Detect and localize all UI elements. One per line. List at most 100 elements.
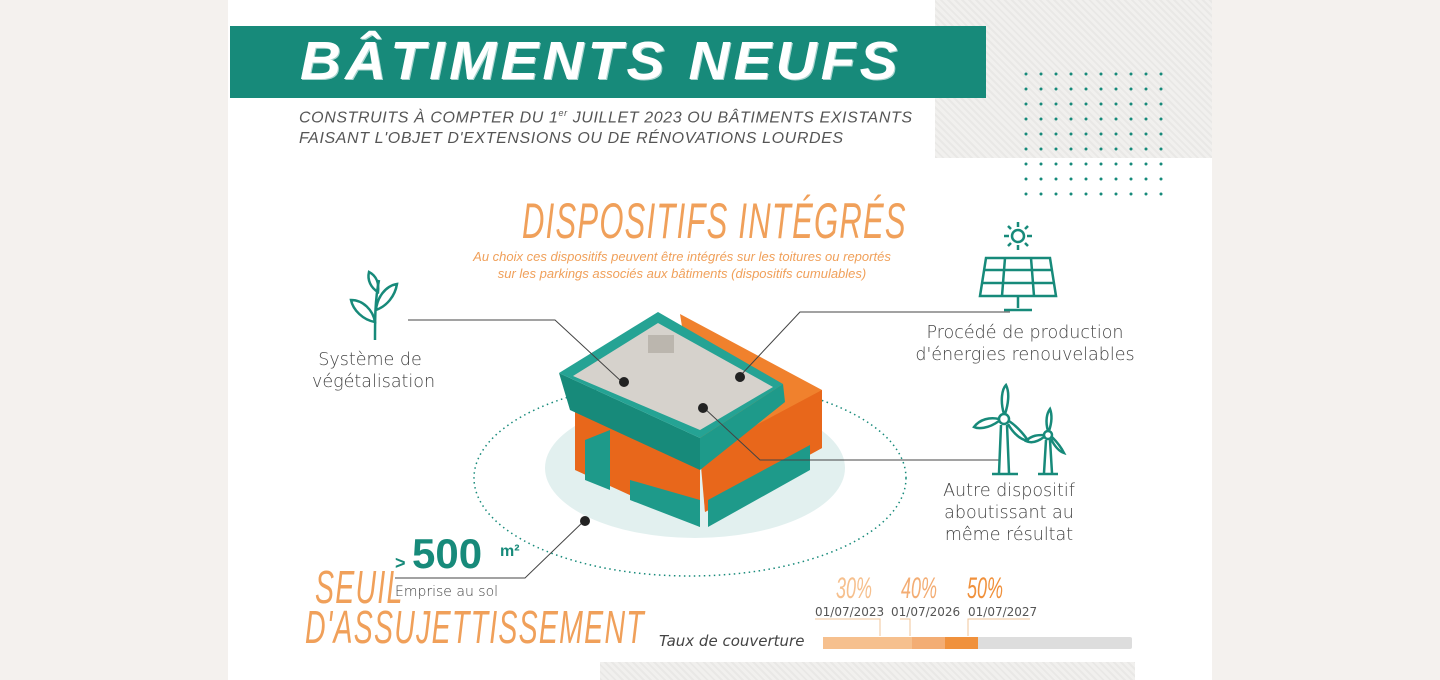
grid-dot — [1069, 87, 1073, 91]
grid-dot — [1159, 177, 1163, 181]
label-line: Système de — [318, 350, 422, 370]
page-title: BÂTIMENTS NEUFS — [300, 31, 902, 91]
grid-dot — [1114, 87, 1118, 91]
grid-dot — [1159, 117, 1163, 121]
grid-dot — [1039, 87, 1043, 91]
texture-bottom — [600, 662, 1135, 680]
grid-dot — [1144, 192, 1148, 196]
grid-dot — [1039, 192, 1043, 196]
grid-dot — [1099, 192, 1103, 196]
seuil-title-2: D'ASSUJETTISSEMENT — [305, 601, 645, 653]
grid-dot — [1114, 192, 1118, 196]
grid-dot — [1039, 102, 1043, 106]
coverage-date-2027: 01/07/2027 — [968, 605, 1038, 619]
coverage-percent-2027: 50% — [967, 572, 1004, 605]
label-line: végétalisation — [312, 372, 436, 392]
grid-dot — [1144, 162, 1148, 166]
grid-dot — [1114, 177, 1118, 181]
label-line: Autre dispositif — [943, 481, 1075, 501]
threshold-unit: m² — [500, 543, 520, 560]
label-line: d'énergies renouvelables — [915, 345, 1135, 365]
plant-icon — [349, 270, 399, 341]
label-line: aboutissant au — [944, 503, 1074, 523]
grid-dot — [1099, 117, 1103, 121]
grid-dot — [1024, 87, 1028, 91]
grid-dot — [1099, 132, 1103, 136]
subtitle-text: CONSTRUITS À COMPTER DU 1 — [299, 109, 559, 127]
grid-dot — [1084, 147, 1088, 151]
grid-dot — [1084, 162, 1088, 166]
grid-dot — [1129, 87, 1133, 91]
grid-dot — [1024, 162, 1028, 166]
grid-dot — [1129, 72, 1133, 76]
label-line: Procédé de production — [926, 323, 1124, 343]
grid-dot — [1024, 147, 1028, 151]
label-autre-dispositif: Autre dispositif aboutissant au même rés… — [938, 480, 1080, 546]
grid-dot — [1129, 132, 1133, 136]
grid-dot — [1159, 87, 1163, 91]
grid-dot — [1054, 162, 1058, 166]
grid-dot — [1039, 132, 1043, 136]
grid-dot — [1099, 177, 1103, 181]
grid-dot — [1024, 72, 1028, 76]
wind-turbine-icon — [972, 383, 1067, 476]
grid-dot — [1069, 177, 1073, 181]
grid-dot — [1084, 72, 1088, 76]
grid-dot — [1129, 177, 1133, 181]
grid-dot — [1069, 147, 1073, 151]
grid-dot — [1114, 117, 1118, 121]
grid-dot — [1084, 132, 1088, 136]
grid-dot — [1069, 117, 1073, 121]
grid-dot — [1069, 192, 1073, 196]
grid-dot — [1024, 192, 1028, 196]
label-line: même résultat — [944, 525, 1074, 545]
grid-dot — [1159, 72, 1163, 76]
grid-dot — [1114, 132, 1118, 136]
grid-dot — [1144, 87, 1148, 91]
grid-dot — [1099, 102, 1103, 106]
grid-dot — [1039, 177, 1043, 181]
grid-dot — [1039, 162, 1043, 166]
marker-dot — [580, 516, 590, 526]
grid-dot — [1114, 162, 1118, 166]
grid-dot — [1024, 117, 1028, 121]
grid-dot — [1159, 192, 1163, 196]
threshold-caption: Emprise au sol — [395, 584, 499, 600]
grid-dot — [1159, 147, 1163, 151]
grid-dot — [1114, 147, 1118, 151]
marker-dot — [619, 377, 629, 387]
grid-dot — [1069, 102, 1073, 106]
grid-dot — [1054, 117, 1058, 121]
marker-dot — [735, 372, 745, 382]
grid-dot — [1054, 177, 1058, 181]
grid-dot — [1054, 102, 1058, 106]
grid-dot — [1039, 72, 1043, 76]
grid-dot — [1054, 132, 1058, 136]
grid-dot — [1084, 102, 1088, 106]
grid-dot — [1144, 102, 1148, 106]
dispositifs-note-1: Au choix ces dispositifs peuvent être in… — [473, 249, 891, 264]
grid-dot — [1159, 162, 1163, 166]
grid-dot — [1054, 87, 1058, 91]
coverage-bar — [815, 618, 1132, 649]
grid-dot — [1039, 117, 1043, 121]
grid-dot — [1099, 147, 1103, 151]
grid-dot — [1039, 147, 1043, 151]
grid-dot — [1054, 72, 1058, 76]
dot-grid — [1024, 72, 1163, 196]
label-vegetalisation: Système de végétalisation — [312, 349, 436, 393]
title-banner — [230, 26, 986, 98]
solar-panel-icon — [978, 222, 1058, 312]
grid-dot — [1099, 87, 1103, 91]
grid-dot — [1129, 147, 1133, 151]
grid-dot — [1084, 87, 1088, 91]
subtitle-line-2: FAISANT L'OBJET D'EXTENSIONS OU DE RÉNOV… — [299, 130, 844, 147]
label-energies: Procédé de production d'énergies renouve… — [905, 322, 1145, 366]
seuil-title-1: SEUIL — [315, 561, 404, 613]
coverage-date-2023: 01/07/2023 — [815, 605, 885, 619]
grid-dot — [1084, 177, 1088, 181]
grid-dot — [1129, 117, 1133, 121]
marker-dot — [698, 403, 708, 413]
grid-dot — [1114, 72, 1118, 76]
